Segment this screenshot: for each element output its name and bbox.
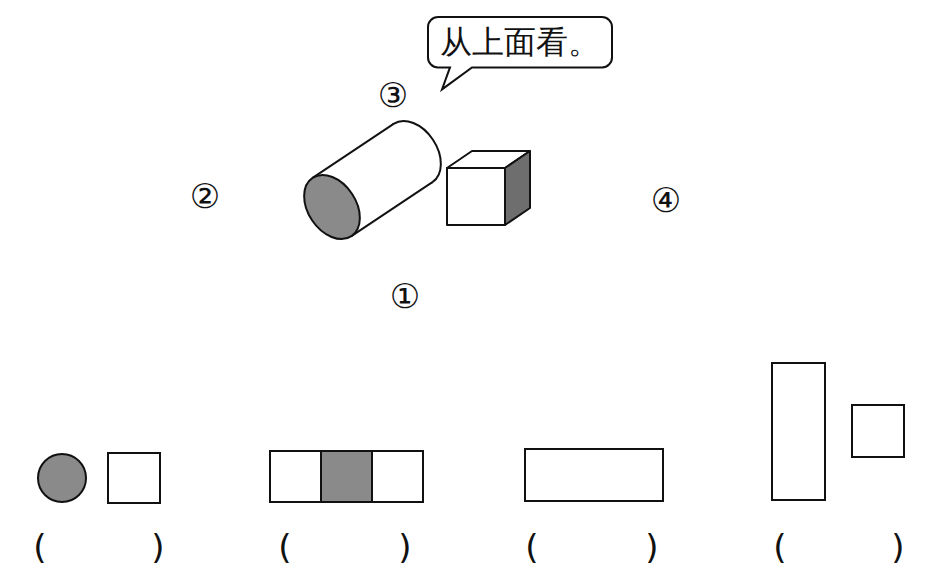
bubble-text: 从上面看。: [428, 17, 612, 67]
answer-bracket: ): [891, 530, 904, 564]
answer-bracket: ): [645, 530, 658, 564]
cube: [447, 151, 530, 225]
cylinder: [293, 111, 453, 250]
answer-bracket: (: [525, 530, 538, 564]
answer-bracket: ): [151, 530, 164, 564]
answer-bracket: (: [278, 530, 291, 564]
view-options: [38, 363, 904, 503]
answer-bracket: ): [398, 530, 411, 564]
answer-bracket: (: [33, 530, 46, 564]
view-number: ②: [190, 179, 220, 213]
answer-bracket: (: [773, 530, 786, 564]
speech-bubble: 从上面看。: [428, 17, 612, 67]
view-number: ③: [378, 78, 408, 112]
view-number: ④: [651, 183, 681, 217]
view-number: ①: [390, 279, 420, 313]
bubble-shape: [428, 17, 612, 89]
